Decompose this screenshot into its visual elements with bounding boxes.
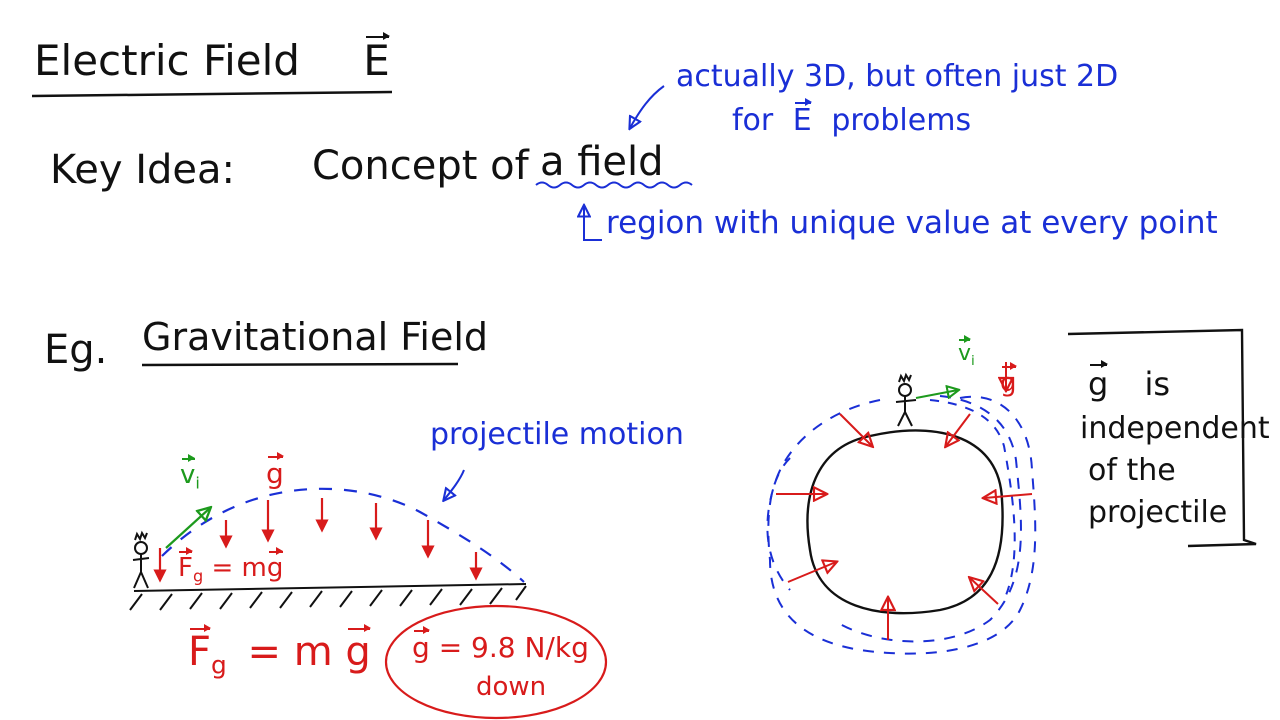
annotation-arrow xyxy=(630,85,665,128)
v-vector-symbol: v xyxy=(958,335,972,366)
v-vector-symbol: v xyxy=(180,454,196,490)
example-label: Eg. xyxy=(44,327,108,373)
annotation-dimension-line1: actually 3D, but often just 2D xyxy=(676,59,1119,94)
e-vector-symbol: E xyxy=(363,32,390,85)
note-line-3: of the xyxy=(1088,453,1176,488)
g-vector-symbol: g xyxy=(345,624,372,675)
planet-outline xyxy=(806,429,1004,615)
stick-figure-thrower xyxy=(132,530,150,589)
g-vector-symbol: g xyxy=(266,547,284,583)
planet-trajectory-outer xyxy=(767,395,1037,655)
annotation-dimension-line2: for E problems xyxy=(732,98,972,138)
key-idea-emphasis: a field xyxy=(540,139,664,185)
gravity-arrows-planet xyxy=(776,362,1033,640)
force-equation: Fg = m g xyxy=(188,624,372,680)
key-idea-text: Concept of xyxy=(312,143,529,189)
example-underline xyxy=(141,362,459,367)
note-bracket xyxy=(1067,328,1257,548)
ground xyxy=(129,583,527,611)
g-value-circle xyxy=(384,604,608,720)
g-vector-label: g xyxy=(266,452,284,490)
g-vector-symbol: g xyxy=(412,626,430,664)
g-value-line: g = 9.8 N/kg xyxy=(412,626,589,664)
small-force-equation: Fg = mg xyxy=(178,547,284,586)
key-idea-label: Key Idea: xyxy=(50,147,236,193)
e-vector-symbol-small: E xyxy=(792,98,812,138)
initial-velocity-arrow xyxy=(165,508,210,549)
gravity-arrows-trajectory xyxy=(153,498,483,583)
stick-figure-planet xyxy=(895,372,917,427)
definition-arrow xyxy=(584,206,602,241)
title-underline xyxy=(31,90,393,98)
planet-trajectory-left xyxy=(766,399,881,591)
planet-trajectory-inner xyxy=(929,399,1016,601)
note-line-1: g is xyxy=(1088,360,1171,403)
f-vector-symbol: F xyxy=(178,547,193,583)
planet-trajectory-mid xyxy=(839,395,1022,643)
note-line-2: independent xyxy=(1080,411,1270,446)
projectile-label-arrow xyxy=(444,469,465,500)
g-vector-symbol: g xyxy=(1088,360,1109,403)
projectile-trajectory xyxy=(161,487,525,583)
projectile-motion-label: projectile motion xyxy=(430,417,684,452)
planet xyxy=(766,362,1037,655)
initial-velocity-label: vi xyxy=(180,454,200,493)
planet-initial-velocity-arrow xyxy=(915,390,958,398)
g-vector-symbol: g xyxy=(266,452,284,490)
planet-initial-velocity-label: vi xyxy=(958,335,975,369)
field-squiggle xyxy=(535,181,693,189)
g-direction: down xyxy=(476,672,547,702)
field-definition: region with unique value at every point xyxy=(606,205,1218,241)
f-vector-symbol: F xyxy=(188,624,212,675)
page-title: Electric Field E xyxy=(34,32,390,85)
example-title: Gravitational Field xyxy=(142,315,489,359)
note-line-4: projectile xyxy=(1088,495,1228,530)
